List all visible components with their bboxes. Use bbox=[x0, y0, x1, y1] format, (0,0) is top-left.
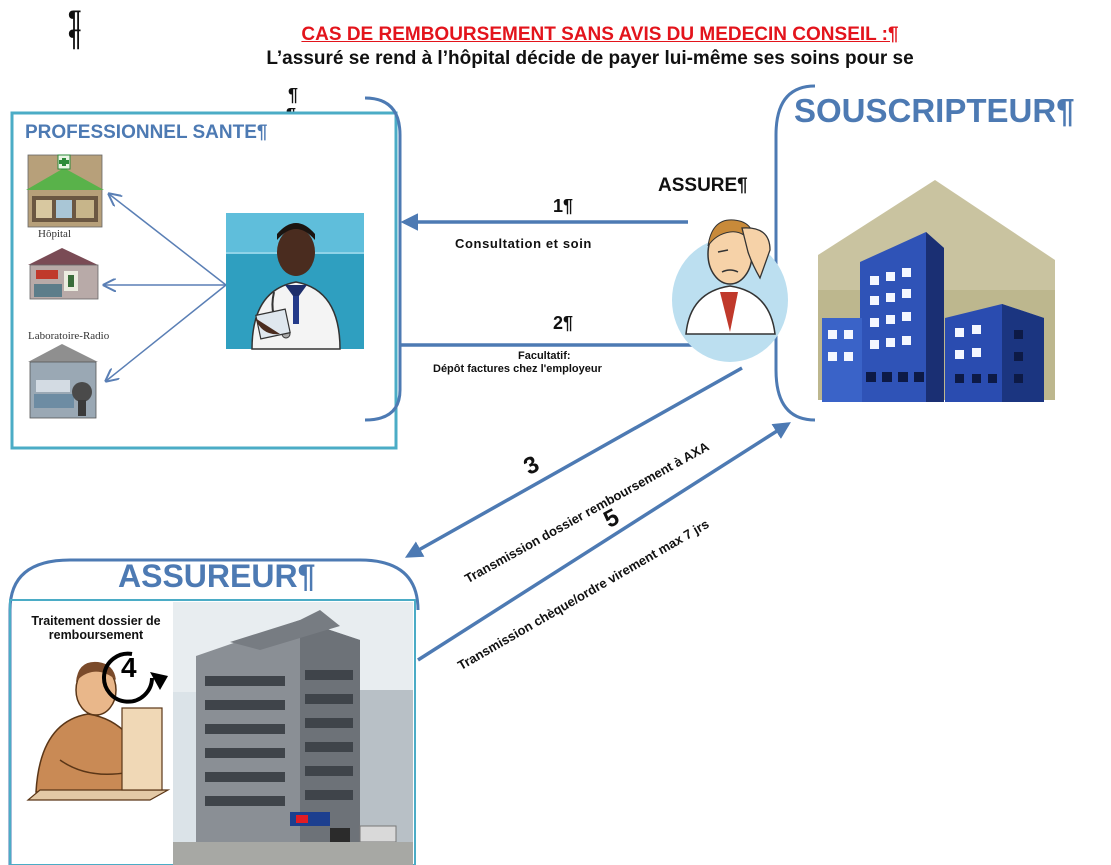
arrow-step-3 bbox=[404, 366, 743, 558]
clinique-image bbox=[28, 248, 99, 300]
step-4-circular-arrow-icon bbox=[102, 651, 168, 704]
arrow-to-hopital bbox=[109, 194, 227, 286]
assureur-bracket bbox=[8, 558, 420, 865]
step-1-number: 1¶ bbox=[553, 196, 574, 216]
pilcrow-mark: ¶ bbox=[68, 25, 82, 52]
arrow-to-laboratoire bbox=[106, 284, 227, 381]
laboratoire-image bbox=[28, 344, 98, 419]
assure-image bbox=[672, 219, 788, 362]
assure-label: ASSURE¶ bbox=[658, 175, 748, 196]
laboratoire-label: Laboratoire-Radio bbox=[28, 330, 110, 342]
traitement-dossier-label: Traitement dossier de remboursement bbox=[31, 614, 161, 642]
professionnel-sante-title: PROFESSIONNEL SANTE¶ bbox=[25, 122, 268, 143]
assureur-box bbox=[9, 599, 416, 865]
doctor-image bbox=[226, 213, 364, 350]
souscripteur-title: SOUSCRIPTEUR¶ bbox=[794, 92, 1075, 129]
step-1-text: Consultation et soin bbox=[455, 236, 592, 251]
souscripteur-building-image bbox=[818, 180, 1055, 402]
page-title: CAS DE REMBOURSEMENT SANS AVIS DU MEDECI… bbox=[301, 24, 899, 45]
pilcrow-mark: ¶ bbox=[288, 85, 299, 105]
hopital-label: Hôpital bbox=[38, 228, 71, 240]
page-subtitle: L’assuré se rend à l’hôpital décide de p… bbox=[266, 48, 914, 69]
step-2-text-line1: Facultatif: bbox=[518, 350, 571, 362]
assureur-building-image bbox=[173, 602, 413, 865]
step-2-number: 2¶ bbox=[553, 313, 574, 333]
employee-image bbox=[26, 661, 171, 801]
souscripteur-bracket bbox=[774, 84, 816, 422]
arrow-step-5 bbox=[417, 422, 791, 662]
assureur-title: ASSUREUR¶ bbox=[118, 558, 316, 594]
professionnel-bracket bbox=[364, 96, 402, 422]
step-4-number: 4 bbox=[121, 652, 137, 683]
pilcrow-mark: ¶ bbox=[68, 6, 82, 33]
step-2-text-line2: Dépôt factures chez l'employeur bbox=[433, 363, 602, 375]
hopital-image bbox=[26, 154, 104, 228]
